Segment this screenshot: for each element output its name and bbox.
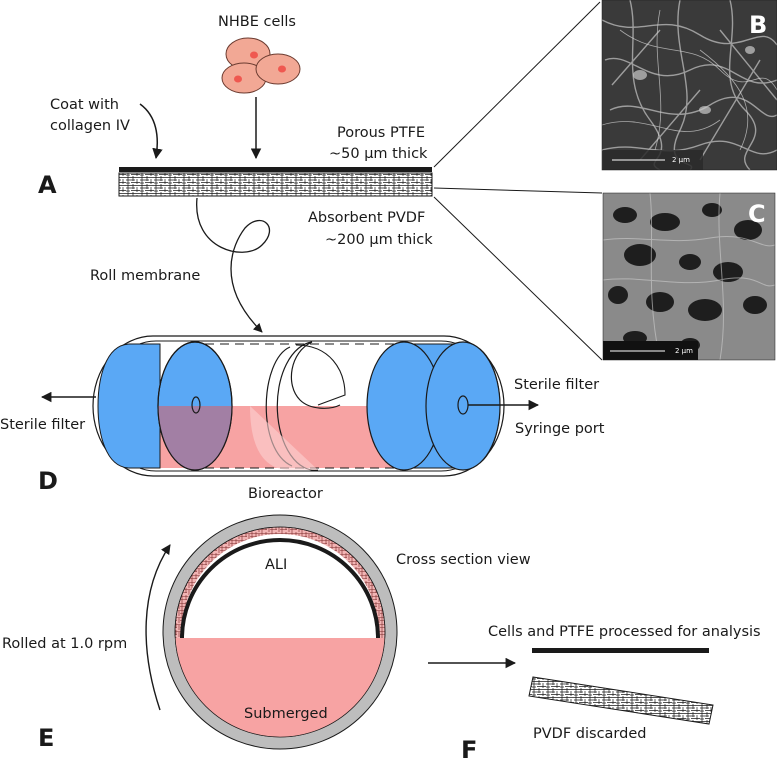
pvdf-label-line2: ~200 μm thick [325, 232, 433, 248]
ali-label: ALI [265, 557, 287, 573]
pvdf-strip [528, 676, 714, 725]
discarded-label: PVDF discarded [533, 726, 646, 742]
panel-e-cross-section: ALI Submerged Cross section view Rolled … [2, 514, 531, 752]
panel-label-a: A [38, 171, 57, 199]
left-port-icon [191, 396, 201, 414]
roll-arrow [196, 197, 271, 333]
zoom-line-bottom [433, 196, 603, 361]
rotation-arrow-icon [145, 544, 171, 711]
panel-label-b: B [749, 11, 767, 39]
right-cap-face [425, 341, 501, 471]
cross-section-label: Cross section view [396, 552, 531, 568]
zoom-line-mid [433, 187, 603, 194]
pvdf-label-line1: Absorbent PVDF [308, 210, 425, 226]
ptfe-layer [119, 167, 432, 172]
nhbe-cells-icon [221, 37, 301, 94]
submerged-medium [175, 638, 385, 737]
roll-label: Roll membrane [90, 268, 200, 284]
panel-label-c: C [748, 200, 766, 228]
left-end-cap [97, 343, 161, 469]
zoom-line-top [433, 1, 601, 168]
panel-c-sem-image: 2 μm [603, 193, 775, 360]
ptfe-arc [180, 538, 380, 639]
panel-f-analysis: Cells and PTFE processed for analysis PV… [428, 624, 761, 764]
coat-label-line1: Coat with [50, 97, 119, 113]
pvdf-layer [118, 172, 433, 197]
panel-d-bioreactor: Sterile filter Sterile filter Syringe po… [0, 335, 605, 502]
panel-label-d: D [38, 467, 58, 495]
sterile-filter-left-label: Sterile filter [0, 417, 85, 433]
rolled-label: Rolled at 1.0 rpm [2, 636, 127, 652]
scale-label-c: 2 μm [675, 347, 693, 355]
panel-label-f: F [461, 736, 477, 764]
submerged-label: Submerged [244, 706, 328, 722]
scale-label-b: 2 μm [672, 156, 690, 164]
coat-label-line2: collagen IV [50, 118, 130, 134]
processed-label: Cells and PTFE processed for analysis [488, 624, 761, 640]
sterile-filter-right-label: Sterile filter [514, 377, 599, 393]
panel-b-sem-image: 2 μm [602, 0, 777, 170]
syringe-port-label: Syringe port [515, 421, 605, 437]
nhbe-label: NHBE cells [218, 14, 296, 30]
ptfe-strip [532, 648, 709, 653]
panel-label-e: E [38, 724, 54, 752]
rolled-membrane [250, 341, 346, 471]
ptfe-label-line2: ~50 μm thick [329, 146, 428, 162]
panel-a: NHBE cells Coat with collagen IV Porous … [38, 1, 603, 361]
coat-arrow [139, 103, 163, 160]
bioreactor-label: Bioreactor [248, 486, 323, 502]
ptfe-label-line1: Porous PTFE [337, 125, 425, 141]
